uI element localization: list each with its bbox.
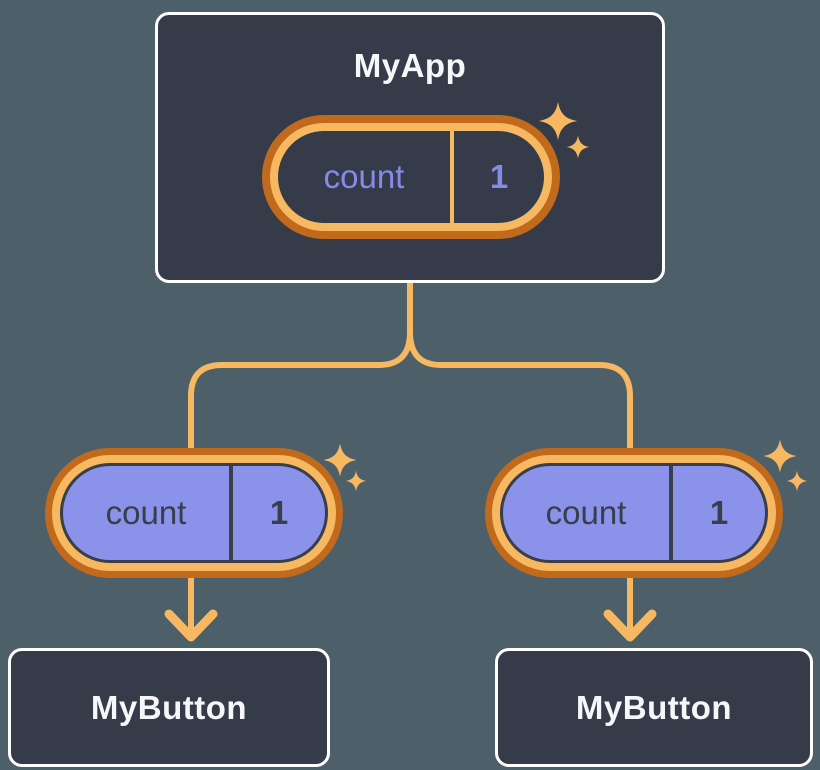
arrow-down-icon — [164, 609, 218, 642]
state-label: count — [323, 158, 405, 195]
node-title: MyButton — [575, 688, 733, 726]
state-value: 1 — [489, 158, 509, 195]
prop-value-cell: 1 — [673, 466, 765, 560]
prop-value: 1 — [269, 494, 289, 531]
prop-pill-left: count 1 — [45, 448, 343, 578]
node-title: MyApp — [353, 47, 467, 84]
state-pill-inner: count 1 — [278, 131, 544, 223]
connector-left-branch — [188, 280, 413, 458]
prop-label-cell: count — [63, 466, 233, 560]
prop-label: count — [105, 494, 187, 531]
node-mybutton-left: MyButton — [8, 648, 330, 767]
arrow-down-icon — [603, 609, 657, 642]
connector-right-branch — [407, 280, 633, 458]
prop-label: count — [545, 494, 627, 531]
node-mybutton-right: MyButton — [495, 648, 813, 767]
state-pill: count 1 — [262, 115, 560, 239]
sparkle-icon — [345, 470, 367, 492]
prop-pill-inner: count 1 — [60, 463, 328, 563]
prop-value-cell: 1 — [233, 466, 325, 560]
sparkle-icon — [763, 439, 797, 473]
node-title: MyButton — [90, 688, 248, 726]
prop-label-cell: count — [503, 466, 673, 560]
prop-pill-right: count 1 — [485, 448, 783, 578]
prop-value: 1 — [709, 494, 729, 531]
sparkle-icon — [786, 470, 808, 492]
state-label-cell: count — [278, 131, 454, 223]
state-value-cell: 1 — [454, 131, 544, 223]
prop-pill-inner: count 1 — [500, 463, 768, 563]
